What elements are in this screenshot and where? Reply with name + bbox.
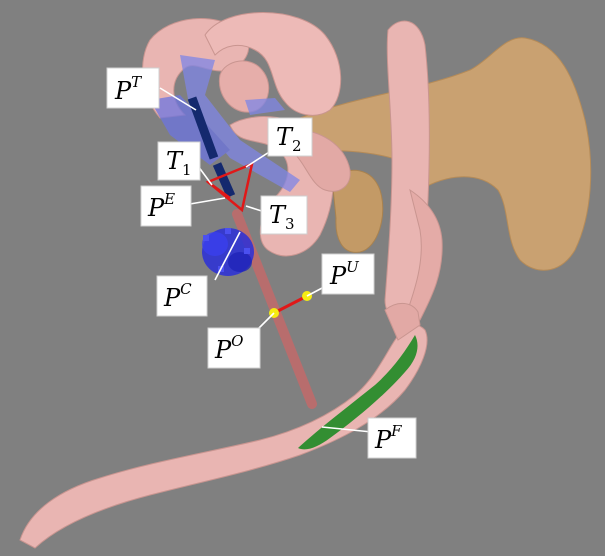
label-t3: T3 (261, 196, 307, 234)
label-t2: T2 (268, 118, 312, 156)
label-pc: PC (157, 276, 207, 316)
label-po: PO (208, 328, 260, 368)
label-t1: T1 (158, 142, 200, 180)
label-pe: PE (141, 186, 191, 226)
target-cloud-pc (202, 228, 254, 276)
label-pf: PF (368, 418, 416, 458)
label-pt: PT (107, 68, 159, 108)
label-pu: PU (322, 254, 374, 294)
